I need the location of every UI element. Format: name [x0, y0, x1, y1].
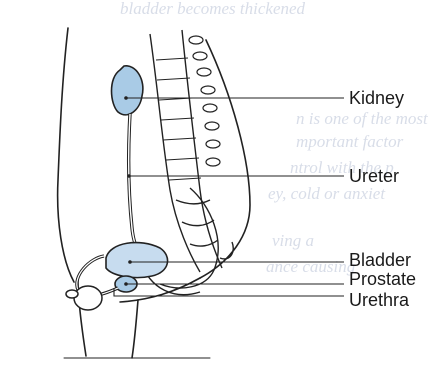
- pelvis: [140, 188, 233, 295]
- spine: [150, 30, 222, 272]
- thigh-front-outline: [132, 300, 138, 358]
- bladder-label: Bladder: [349, 250, 411, 270]
- urethra-label: Urethra: [349, 290, 409, 310]
- urethra-leader: [114, 288, 344, 296]
- ureter-label: Ureter: [349, 166, 399, 186]
- back-outline: [58, 28, 74, 282]
- kidney-organ: [112, 66, 143, 115]
- prostate-label: Prostate: [349, 269, 416, 289]
- ureter-tube: [129, 114, 150, 260]
- kidney-label: Kidney: [349, 88, 404, 108]
- vertebrae: [189, 36, 220, 166]
- bladder-organ: [106, 243, 168, 278]
- genital-outline: [66, 286, 102, 310]
